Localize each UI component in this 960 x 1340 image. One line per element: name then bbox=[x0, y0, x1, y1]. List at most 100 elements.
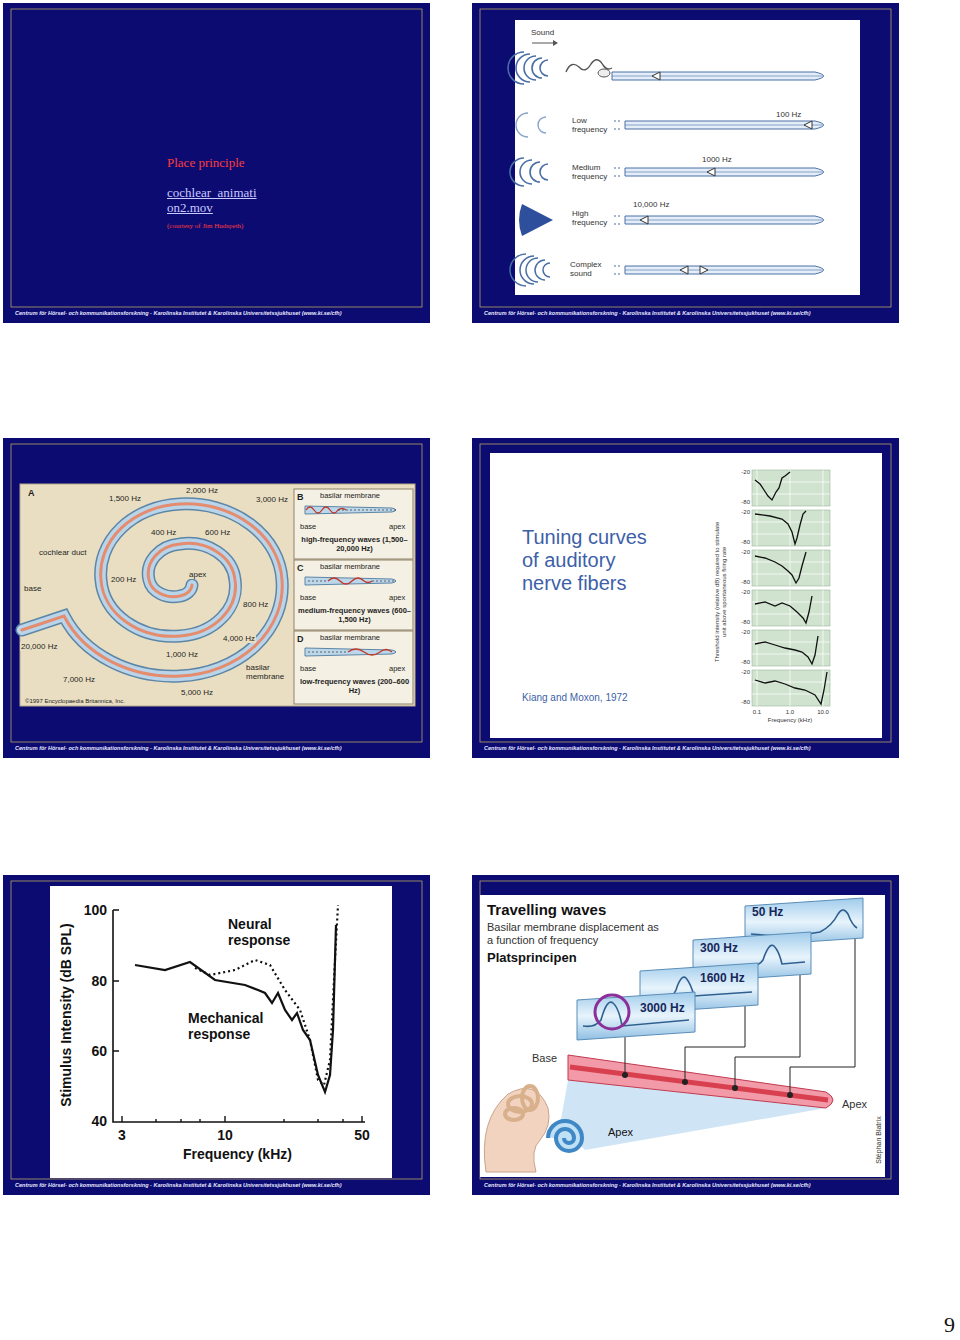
basilar-membrane bbox=[22, 504, 282, 676]
figure-label: Base bbox=[532, 1052, 557, 1065]
figure-label: 3000 Hz bbox=[640, 1002, 685, 1016]
figure-label: base bbox=[23, 584, 42, 593]
membrane-line bbox=[308, 652, 348, 653]
inset-panel bbox=[294, 560, 413, 630]
slide-border bbox=[480, 444, 891, 742]
figure-label: -80 bbox=[734, 579, 750, 586]
figure-label: Stimulus Intensity (dB SPL) bbox=[58, 895, 74, 1135]
figure-label: base bbox=[300, 665, 316, 674]
figure-label: 200 Hz bbox=[110, 575, 137, 584]
figure-label: ©1997 Encyclopaedia Britannica, Inc. bbox=[24, 698, 126, 705]
figure-label: -80 bbox=[734, 619, 750, 626]
figure-label: Travelling waves bbox=[487, 901, 606, 918]
oval-window bbox=[598, 69, 610, 77]
figure-label: 20,000 Hz bbox=[20, 642, 58, 651]
figure-label: 1,000 Hz bbox=[165, 650, 199, 659]
figure-label: cochlear duct bbox=[38, 548, 88, 557]
slide-text: Centrum för Hörsel- och kommunikationsfo… bbox=[15, 1182, 425, 1188]
sound-waves bbox=[510, 254, 550, 286]
figure-label: B bbox=[297, 492, 304, 502]
figure-label: 2,000 Hz bbox=[185, 486, 219, 495]
figure-label: -20 bbox=[734, 469, 750, 476]
uncoiled-cochlea bbox=[568, 1055, 833, 1108]
figure-label: -20 bbox=[734, 629, 750, 636]
figure-label: Apex bbox=[607, 1126, 634, 1139]
figure-label: apex bbox=[389, 665, 405, 674]
wave-peak bbox=[804, 121, 812, 129]
figure-group bbox=[20, 484, 415, 706]
figure-label: -80 bbox=[734, 699, 750, 706]
slide-border bbox=[11, 444, 422, 742]
figure-label: medium-frequency waves (600–1,500 Hz) bbox=[298, 607, 411, 624]
tuning-curve-figure bbox=[472, 438, 899, 758]
figure-label: Frequency (kHz) bbox=[755, 717, 825, 724]
figure-label: 300 Hz bbox=[700, 942, 738, 956]
figure-label: 4,000 Hz bbox=[222, 634, 256, 643]
cochlea-spiral bbox=[548, 1121, 582, 1151]
figure-group bbox=[508, 20, 860, 295]
cochlea-tube bbox=[625, 168, 824, 176]
slide-panel: Centrum för Hörsel- och kommunikationsfo… bbox=[472, 875, 899, 1195]
mechanical-response-curve bbox=[135, 925, 336, 1092]
figure-label: 600 Hz bbox=[204, 528, 231, 537]
figure-label: Basilar membrane displacement as a funct… bbox=[487, 921, 659, 946]
uncoiled-duct bbox=[305, 506, 396, 514]
figure-label: Tuning curves of auditory nerve fibers bbox=[522, 526, 667, 595]
figure-label: 10 bbox=[210, 1127, 240, 1143]
membrane-line bbox=[338, 510, 396, 511]
slide-text: Centrum för Hörsel- och kommunikationsfo… bbox=[15, 745, 425, 751]
figure-label: basilar membrane bbox=[245, 663, 292, 681]
figure-label: 10,000 Hz bbox=[633, 200, 669, 209]
basilar-line bbox=[625, 172, 822, 173]
slide-text: Centrum för Hörsel- och kommunikationsfo… bbox=[484, 745, 894, 751]
tube-dashes bbox=[614, 121, 622, 129]
inset-panel bbox=[294, 631, 413, 704]
sound-tube-figure bbox=[472, 3, 899, 323]
slide-panel: Place principlecochlear_animati on2.mov(… bbox=[3, 3, 430, 323]
plot-grid bbox=[752, 470, 830, 706]
figure-label: -20 bbox=[734, 669, 750, 676]
sound-waves bbox=[516, 113, 546, 137]
wave-peak bbox=[707, 168, 715, 176]
slide-panel: Centrum för Hörsel- och kommunikationsfo… bbox=[472, 3, 899, 323]
tube-dashes bbox=[614, 266, 622, 274]
sound-waves bbox=[519, 204, 553, 236]
figure-label: 1000 Hz bbox=[702, 155, 732, 164]
cochlea-tube bbox=[625, 216, 824, 224]
slide-border bbox=[480, 9, 891, 307]
figure-label: 10.0 bbox=[813, 709, 833, 716]
arrow-head bbox=[553, 40, 558, 46]
basilar-stripe bbox=[570, 1067, 828, 1100]
wave-peak bbox=[640, 216, 648, 224]
figure-label: 3 bbox=[107, 1127, 137, 1143]
figure-label: C bbox=[297, 563, 304, 573]
figure-label: -80 bbox=[734, 659, 750, 666]
slide-text: Centrum för Hörsel- och kommunikationsfo… bbox=[484, 1182, 894, 1188]
figure-label: Mechanical response bbox=[188, 1010, 278, 1042]
plot-panels bbox=[752, 470, 830, 706]
travelling-wave bbox=[328, 578, 372, 584]
figure-label: A bbox=[27, 488, 36, 498]
tube-dashes bbox=[614, 168, 622, 176]
figure-group bbox=[50, 886, 392, 1178]
figure-label: Apex bbox=[842, 1098, 867, 1111]
figure-label: Kiang and Moxon, 1972 bbox=[522, 692, 628, 704]
figure-panel bbox=[515, 20, 860, 295]
figure-label: base bbox=[300, 523, 316, 532]
figure-label: Sound bbox=[531, 28, 554, 37]
figure-label: basilar membrane bbox=[320, 634, 380, 643]
cochlear-duct bbox=[22, 504, 282, 676]
slide-panel: Centrum för Hörsel- och kommunikationsfo… bbox=[3, 438, 430, 758]
figure-label: 9 bbox=[944, 1312, 955, 1337]
figure-label: 800 Hz bbox=[242, 600, 269, 609]
figure-group bbox=[490, 453, 882, 738]
sound-waves bbox=[508, 52, 548, 84]
slide-border bbox=[480, 881, 891, 1179]
figure-panel bbox=[490, 453, 882, 738]
highlight-circle bbox=[595, 995, 629, 1029]
figure-label: -80 bbox=[734, 539, 750, 546]
uncoiled-duct bbox=[305, 577, 396, 585]
figure-label: 50 Hz bbox=[752, 906, 783, 920]
figure-label: -80 bbox=[734, 499, 750, 506]
